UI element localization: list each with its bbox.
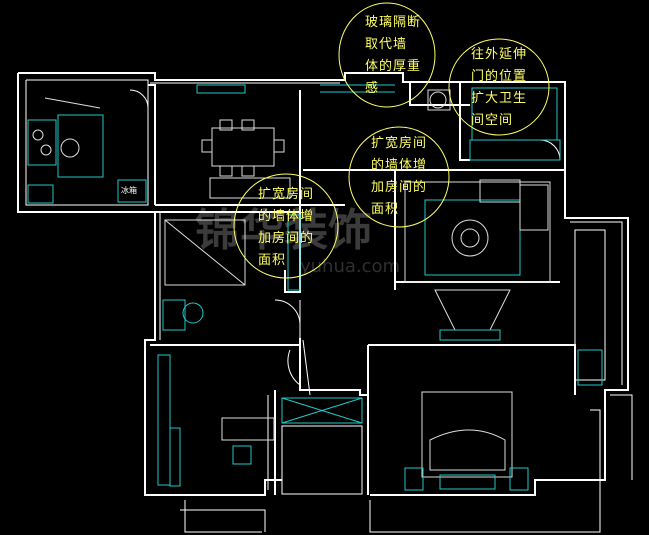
dining-room-ring — [233, 173, 339, 279]
kitchen: 冰箱 — [27, 97, 147, 204]
glass-partition-ring — [338, 2, 436, 108]
watermark-url: yuhua.com — [300, 256, 400, 277]
living-room — [404, 179, 606, 381]
watermark-logo: 锦 — [195, 205, 239, 256]
living-room-ring — [348, 126, 450, 228]
annotation-circles — [233, 2, 550, 279]
watermark: 锦 华装饰 yuhua.com — [195, 205, 400, 277]
bathroom-door-note: 往外延伸门的位置 扩大卫生间空间 — [471, 47, 528, 128]
study — [162, 214, 301, 331]
bathroom-door-ring — [448, 38, 550, 136]
dining-area — [196, 84, 291, 199]
dining-room-note: 扩宽房间的墙体增 加房间的面积 — [258, 187, 315, 268]
glass-partition-note: 玻璃隔断取代墙 体的厚重感 — [365, 15, 422, 96]
outer-walls — [17, 72, 633, 533]
living-room-note: 扩宽房间的墙体增 加房间的面积 — [371, 136, 428, 217]
fridge-label: 冰箱 — [121, 185, 137, 195]
bathroom — [427, 87, 561, 161]
svg-text:华装饰: 华装饰 — [240, 205, 372, 256]
second-bedroom — [157, 354, 363, 495]
master-bedroom — [404, 349, 603, 491]
